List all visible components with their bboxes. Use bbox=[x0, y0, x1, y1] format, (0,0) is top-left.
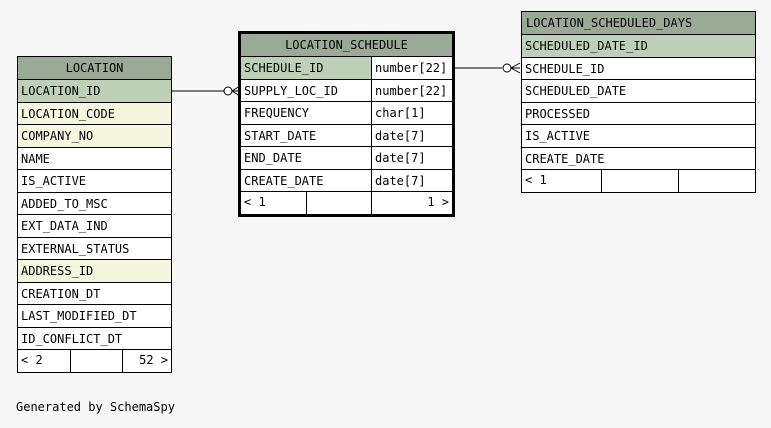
column-row[interactable]: ADDED_TO_MSC bbox=[18, 192, 171, 215]
parents-count[interactable]: < 2 bbox=[21, 353, 43, 367]
column-list: LOCATION_ID LOCATION_CODE COMPANY_NO NAM… bbox=[18, 80, 171, 350]
column-row[interactable]: START_DATE date[7] bbox=[241, 124, 452, 147]
column-row[interactable]: LOCATION_ID bbox=[18, 80, 171, 103]
column-type: date[7] bbox=[371, 147, 452, 169]
column-name: SUPPLY_LOC_ID bbox=[244, 83, 338, 98]
relationship-crowfoot-marker bbox=[510, 62, 521, 74]
column-name: FREQUENCY bbox=[244, 106, 310, 120]
column-row[interactable]: SCHEDULE_ID number[22] bbox=[241, 57, 452, 80]
column-name: SCHEDULED_DATE bbox=[525, 84, 627, 98]
table-title[interactable]: LOCATION bbox=[18, 57, 171, 80]
column-name: IS_ACTIVE bbox=[525, 129, 591, 143]
column-row[interactable]: IS_ACTIVE bbox=[522, 125, 755, 148]
column-row[interactable]: CREATION_DT bbox=[18, 282, 171, 305]
footer-spacer bbox=[306, 192, 371, 214]
column-name: PROCESSED bbox=[525, 106, 591, 121]
relationship-optional-marker bbox=[223, 86, 233, 96]
table-footer: < 2 52 > bbox=[18, 350, 171, 372]
column-name: SCHEDULE_ID bbox=[244, 61, 324, 75]
column-name: COMPANY_NO bbox=[21, 129, 94, 143]
column-row[interactable]: LAST_MODIFIED_DT bbox=[18, 305, 171, 328]
parents-count[interactable]: < 1 bbox=[525, 173, 547, 187]
column-name: ADDED_TO_MSC bbox=[21, 196, 108, 211]
column-name: NAME bbox=[21, 151, 50, 166]
column-row[interactable]: NAME bbox=[18, 147, 171, 170]
column-row[interactable]: ADDRESS_ID bbox=[18, 260, 171, 283]
column-type: date[7] bbox=[371, 169, 452, 191]
children-count[interactable]: 52 > bbox=[122, 350, 171, 372]
column-name: CREATE_DATE bbox=[244, 173, 324, 188]
column-name: ADDRESS_ID bbox=[21, 264, 94, 278]
column-type: char[1] bbox=[371, 102, 452, 124]
column-row[interactable]: PROCESSED bbox=[522, 102, 755, 125]
column-row[interactable]: END_DATE date[7] bbox=[241, 147, 452, 170]
column-type: number[22] bbox=[371, 57, 452, 79]
footer-spacer bbox=[70, 350, 122, 372]
children-count[interactable]: 1 > bbox=[371, 192, 452, 214]
column-name: CREATION_DT bbox=[21, 286, 101, 301]
column-row[interactable]: EXT_DATA_IND bbox=[18, 215, 171, 238]
table-footer: < 1 bbox=[522, 170, 755, 192]
table-location-scheduled-days[interactable]: LOCATION_SCHEDULED_DAYS SCHEDULED_DATE_I… bbox=[521, 11, 756, 193]
parents-count[interactable]: < 1 bbox=[244, 195, 266, 209]
table-title[interactable]: LOCATION_SCHEDULE bbox=[241, 34, 452, 57]
generated-by-label: Generated by SchemaSpy bbox=[16, 400, 175, 414]
column-row[interactable]: SCHEDULED_DATE bbox=[522, 80, 755, 103]
column-name: END_DATE bbox=[244, 151, 302, 165]
children-count[interactable] bbox=[678, 170, 755, 192]
column-row[interactable]: SCHEDULED_DATE_ID bbox=[522, 35, 755, 58]
column-name: ID_CONFLICT_DT bbox=[21, 331, 123, 346]
column-row[interactable]: ID_CONFLICT_DT bbox=[18, 327, 171, 350]
column-name: LOCATION_ID bbox=[21, 84, 101, 98]
column-name: EXTERNAL_STATUS bbox=[21, 241, 130, 256]
column-row[interactable]: IS_ACTIVE bbox=[18, 170, 171, 193]
column-name: EXT_DATA_IND bbox=[21, 219, 108, 233]
table-title[interactable]: LOCATION_SCHEDULED_DAYS bbox=[522, 12, 755, 35]
column-row[interactable]: SCHEDULE_ID bbox=[522, 57, 755, 80]
column-row[interactable]: LOCATION_CODE bbox=[18, 102, 171, 125]
column-type: date[7] bbox=[371, 124, 452, 146]
column-row[interactable]: SUPPLY_LOC_ID number[22] bbox=[241, 79, 452, 102]
column-list: SCHEDULE_ID number[22] SUPPLY_LOC_ID num… bbox=[241, 57, 452, 192]
column-row[interactable]: FREQUENCY char[1] bbox=[241, 102, 452, 125]
column-name: CREATE_DATE bbox=[525, 151, 605, 166]
column-name: SCHEDULE_ID bbox=[525, 61, 605, 76]
footer-spacer bbox=[601, 170, 678, 192]
column-name: IS_ACTIVE bbox=[21, 174, 87, 188]
column-list: SCHEDULED_DATE_ID SCHEDULE_ID SCHEDULED_… bbox=[522, 35, 755, 170]
column-name: SCHEDULED_DATE_ID bbox=[525, 39, 648, 53]
table-location[interactable]: LOCATION LOCATION_ID LOCATION_CODE COMPA… bbox=[17, 56, 172, 373]
column-row[interactable]: CREATE_DATE date[7] bbox=[241, 169, 452, 192]
column-type: number[22] bbox=[371, 79, 452, 101]
column-name: LAST_MODIFIED_DT bbox=[21, 309, 137, 323]
column-name: START_DATE bbox=[244, 128, 317, 143]
relationship-optional-marker bbox=[502, 63, 512, 73]
column-row[interactable]: CREATE_DATE bbox=[522, 147, 755, 170]
table-footer: < 1 1 > bbox=[241, 192, 452, 214]
column-row[interactable]: COMPANY_NO bbox=[18, 125, 171, 148]
column-row[interactable]: EXTERNAL_STATUS bbox=[18, 237, 171, 260]
table-location-schedule[interactable]: LOCATION_SCHEDULE SCHEDULE_ID number[22]… bbox=[238, 31, 455, 217]
column-name: LOCATION_CODE bbox=[21, 106, 115, 121]
